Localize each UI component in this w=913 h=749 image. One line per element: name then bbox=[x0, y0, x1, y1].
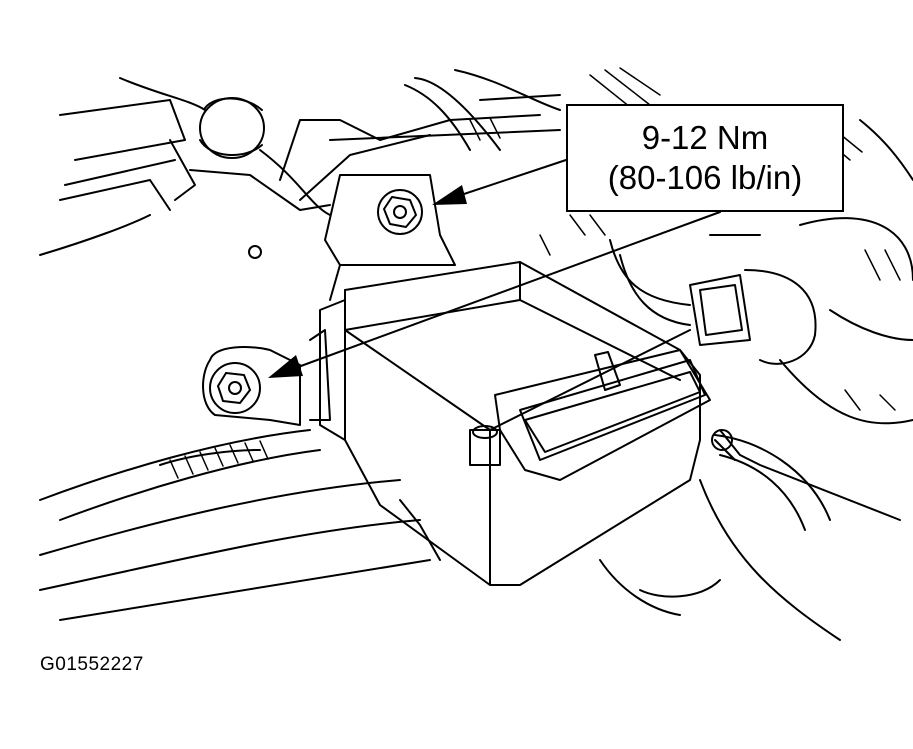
background-outlines bbox=[39, 69, 561, 256]
torque-leaders bbox=[289, 159, 721, 371]
arrowhead-lower-bolt bbox=[268, 355, 303, 378]
torque-arrowheads bbox=[268, 185, 467, 378]
right-connector bbox=[609, 239, 817, 365]
torque-imperial-value: (80-106 lb/in) bbox=[607, 159, 803, 196]
control-module-housing bbox=[309, 261, 701, 586]
torque-metric-value: 9-12 Nm bbox=[641, 119, 769, 156]
leader-to-lower-bolt bbox=[289, 211, 721, 371]
mounting-hole bbox=[248, 245, 262, 259]
upper-bolt bbox=[377, 189, 423, 235]
leader-to-upper-bolt bbox=[454, 159, 567, 198]
electrical-connector bbox=[494, 349, 711, 481]
torque-spec-callout: 9-12 Nm (80-106 lb/in) bbox=[566, 104, 844, 212]
lower-bolt bbox=[209, 362, 261, 414]
harness-ridges bbox=[169, 440, 269, 479]
upper-bracket bbox=[324, 174, 456, 301]
arrowhead-upper-bolt bbox=[432, 185, 467, 205]
figure-id-label: G01552227 bbox=[40, 654, 144, 675]
lower-bracket bbox=[202, 346, 301, 426]
rubber-cap bbox=[199, 97, 265, 159]
wiring-harness bbox=[39, 429, 901, 621]
